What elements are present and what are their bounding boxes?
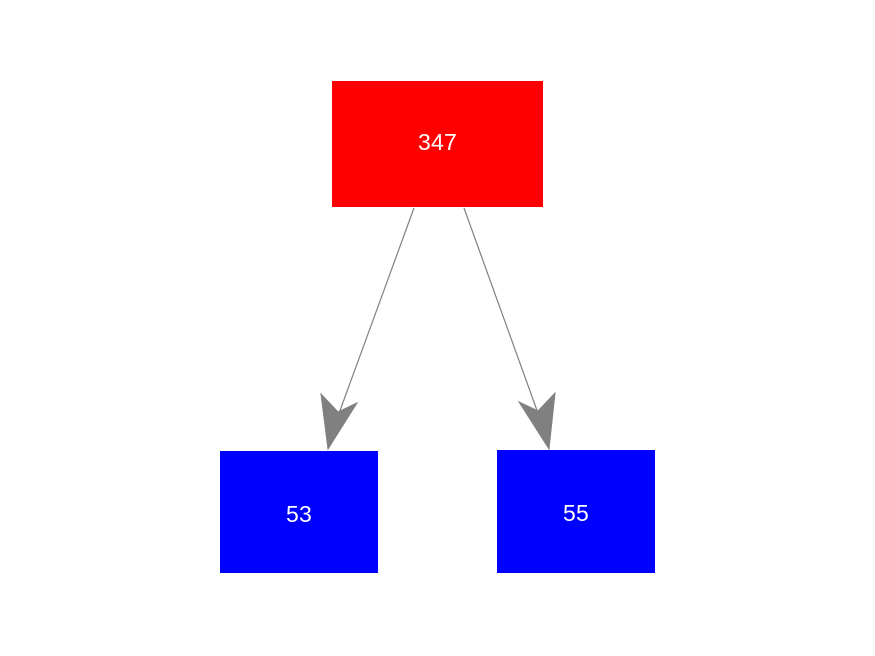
edge-line-root-left — [333, 207, 415, 428]
arrowhead-root-right — [517, 391, 556, 451]
edge-root-to-right — [463, 207, 556, 451]
tree-node-right-child[interactable]: 55 — [497, 450, 655, 573]
tree-node-root-label: 347 — [418, 128, 457, 155]
tree-node-left-child[interactable]: 53 — [220, 451, 378, 573]
tree-node-left-child-label: 53 — [286, 500, 312, 527]
edge-root-to-left — [320, 207, 415, 451]
edge-line-root-right — [463, 207, 544, 428]
arrowhead-root-left — [320, 392, 359, 451]
tree-node-root[interactable]: 347 — [332, 81, 543, 207]
tree-node-right-child-label: 55 — [563, 500, 589, 526]
